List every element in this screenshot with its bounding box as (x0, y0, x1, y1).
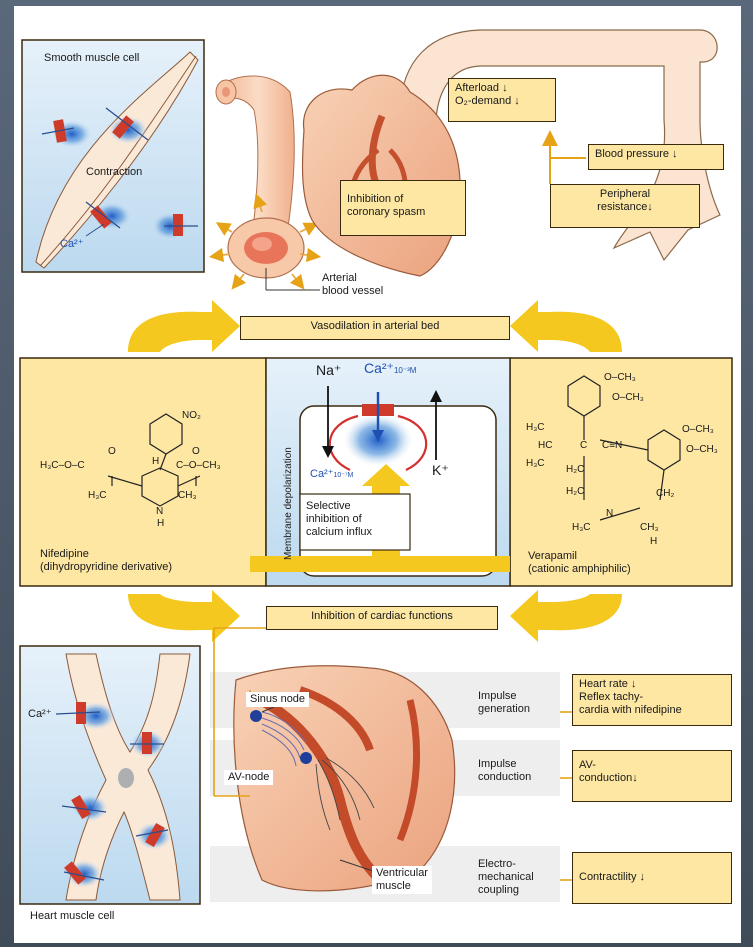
smooth-muscle-title: Smooth muscle cell (44, 52, 139, 65)
nif-left-ester: H₃C–O–C (40, 460, 85, 472)
arterial-line1: Arterial (322, 272, 383, 285)
selective-line2: inhibition of (306, 513, 406, 526)
membrane-depolarization-label: Membrane depolarization (282, 447, 295, 560)
verapamil-line1: Verapamil (528, 550, 631, 563)
ca-low-text: Ca²⁺ (310, 468, 334, 480)
arterial-line2: blood vessel (322, 285, 383, 298)
impulse-gen-line1: Impulse (478, 690, 530, 703)
impulse-gen-line2: generation (478, 703, 530, 716)
ventricular-muscle-label: Ventricular muscle (372, 866, 432, 894)
heart-rate-line2: Reflex tachy- (579, 691, 725, 704)
nif-nh: H (157, 518, 164, 530)
ver-h3c-a: H₃C (526, 422, 545, 434)
peripheral-line1: Peripheral (557, 188, 693, 201)
ventricular-line2: muscle (376, 880, 428, 893)
na-label: Na⁺ (316, 364, 341, 377)
arterial-vessel-label: Arterial blood vessel (322, 272, 383, 298)
selective-line3: calcium influx (306, 526, 406, 539)
ventricular-line1: Ventricular (376, 867, 428, 880)
ca-label-smooth: Ca²⁺ (60, 238, 84, 251)
coronary-spasm-box: Inhibition of coronary spasm (340, 180, 466, 236)
ver-h2c-a: H₂C (566, 464, 584, 476)
ver-och3-4: O–CH₃ (686, 444, 718, 456)
impulse-cond-line1: Impulse (478, 758, 531, 771)
vasodilation-text: Vasodilation in arterial bed (311, 320, 440, 332)
heart-rate-line1: Heart rate ↓ (579, 678, 725, 691)
impulse-cond-line2: conduction (478, 771, 531, 784)
ca-top-label: Ca²⁺10⁻³M (364, 362, 416, 377)
nif-h: H (152, 456, 159, 468)
ver-ch2: CH₂ (656, 488, 674, 500)
heart-rate-line3: cardia with nifedipine (579, 704, 725, 717)
ca-low-sub: 10⁻⁷M (334, 472, 354, 479)
vasodilation-box: Vasodilation in arterial bed (240, 316, 510, 340)
nifedipine-line1: Nifedipine (40, 548, 172, 561)
ver-cn: C≡N (602, 440, 622, 452)
nif-ch3: CH₃ (178, 490, 197, 502)
ver-och3-1: O–CH₃ (604, 372, 636, 384)
av-conduction-line1: AV- (579, 759, 725, 772)
av-conduction-line2: conduction↓ (579, 772, 725, 785)
nifedipine-line2: (dihydropyridine derivative) (40, 561, 172, 574)
peripheral-line2: resistance↓ (557, 201, 693, 214)
ver-och3-3: O–CH₃ (682, 424, 714, 436)
ver-n: N (606, 508, 613, 520)
ver-ch3-n: CH₃ (640, 522, 659, 534)
ver-c: C (580, 440, 587, 452)
electro-line2: mechanical (478, 871, 534, 884)
ver-och3-2: O–CH₃ (612, 392, 644, 404)
ver-h3c-b: H₃C (526, 458, 545, 470)
nif-h3c: H₃C (88, 490, 107, 502)
afterload-line2: O₂-demand ↓ (455, 95, 549, 108)
blood-pressure-text: Blood pressure ↓ (595, 148, 717, 161)
ca-top-text: Ca²⁺ (364, 360, 394, 376)
av-conduction-box: AV- conduction↓ (572, 750, 732, 802)
verapamil-label: Verapamil (cationic amphiphilic) (528, 550, 631, 576)
electro-line3: coupling (478, 884, 534, 897)
ca-top-sub: 10⁻³M (394, 366, 416, 375)
contractility-box: Contractility ↓ (572, 852, 732, 904)
nif-o-left: O (108, 446, 116, 458)
nif-n: N (156, 506, 163, 518)
afterload-box: Afterload ↓ O₂-demand ↓ (448, 78, 556, 122)
verapamil-line2: (cationic amphiphilic) (528, 563, 631, 576)
selective-line1: Selective (306, 500, 406, 513)
ver-h: H (650, 536, 657, 548)
electromechanical-coupling-label: Electro- mechanical coupling (478, 858, 534, 897)
ca-low-label: Ca²⁺10⁻⁷M (310, 468, 353, 482)
heart-muscle-title: Heart muscle cell (30, 910, 114, 923)
nif-o-right: O (192, 446, 200, 458)
inhibition-cardiac-box: Inhibition of cardiac functions (266, 606, 498, 630)
coronary-line1: Inhibition of (347, 193, 459, 206)
sinus-node-label: Sinus node (246, 692, 309, 707)
blood-pressure-box: Blood pressure ↓ (588, 144, 724, 170)
nifedipine-label: Nifedipine (dihydropyridine derivative) (40, 548, 172, 574)
ver-hc: HC (538, 440, 552, 452)
contraction-label: Contraction (86, 166, 142, 179)
ver-h3c-n: H₃C (572, 522, 591, 534)
electro-line1: Electro- (478, 858, 534, 871)
peripheral-resistance-box: Peripheral resistance↓ (550, 184, 700, 228)
heart-rate-box: Heart rate ↓ Reflex tachy- cardia with n… (572, 674, 732, 726)
ca-label-heart: Ca²⁺ (28, 708, 52, 721)
afterload-line1: Afterload ↓ (455, 82, 549, 95)
contractility-text: Contractility ↓ (579, 871, 725, 884)
selective-inhibition-label: Selective inhibition of calcium influx (306, 500, 406, 539)
nif-right-ester: C–O–CH₃ (176, 460, 221, 472)
impulse-generation-label: Impulse generation (478, 690, 530, 716)
coronary-line2: coronary spasm (347, 206, 459, 219)
k-label: K⁺ (432, 464, 449, 477)
inhibition-cardiac-text: Inhibition of cardiac functions (311, 610, 453, 622)
ver-h2c-b: H₂C (566, 486, 584, 498)
av-node-label: AV-node (224, 770, 273, 785)
impulse-conduction-label: Impulse conduction (478, 758, 531, 784)
nif-no2: NO₂ (182, 410, 201, 422)
